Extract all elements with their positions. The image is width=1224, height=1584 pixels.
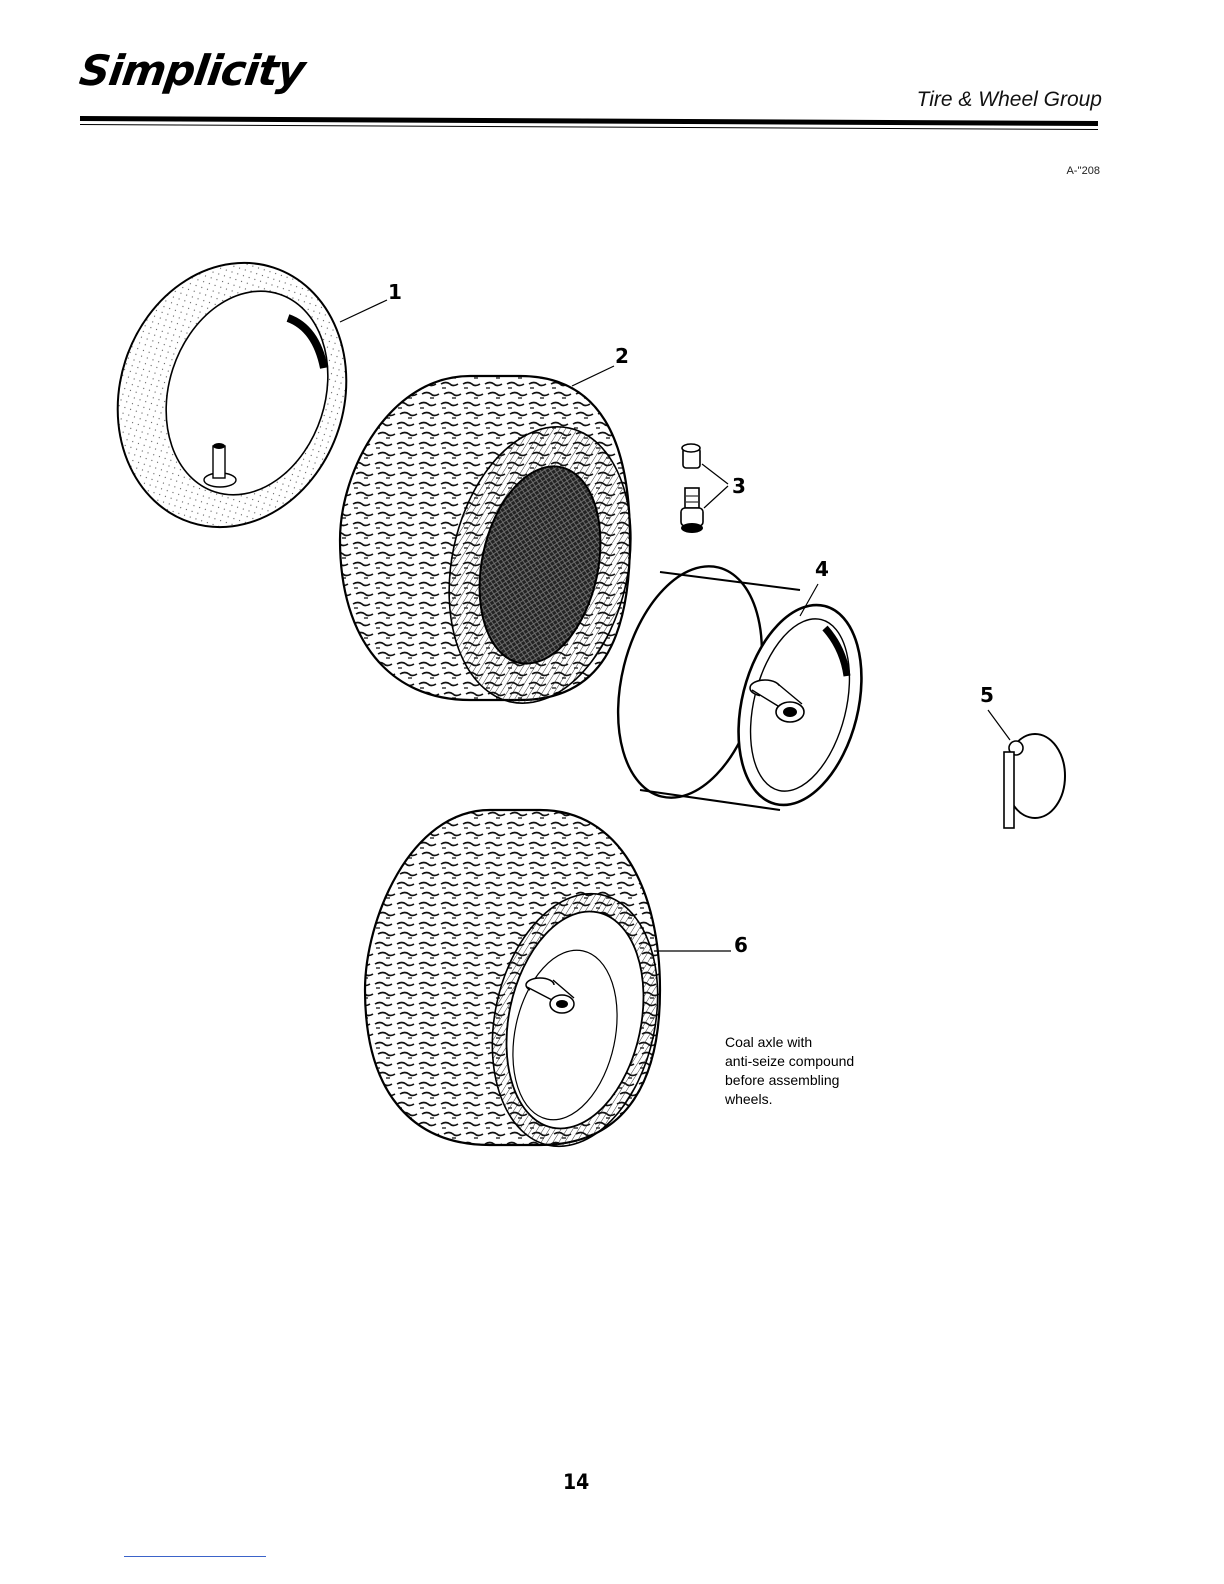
footer-link-underline xyxy=(124,1556,266,1557)
inner-tube-icon xyxy=(84,233,380,557)
callout-2: 2 xyxy=(615,344,629,368)
callout-4: 4 xyxy=(815,557,829,581)
callout-6: 6 xyxy=(734,933,748,957)
lynch-pin-icon xyxy=(1004,734,1065,828)
note-line: before assembling xyxy=(725,1071,854,1090)
page-number: 14 xyxy=(563,1470,589,1494)
valve-stem-icon xyxy=(681,444,703,533)
callout-5: 5 xyxy=(980,683,994,707)
note-line: anti-seize compound xyxy=(725,1052,854,1071)
callout-3: 3 xyxy=(732,474,746,498)
note-line: Coal axle with xyxy=(725,1033,854,1052)
wheel-rim-icon xyxy=(595,551,880,818)
tire-wheel-assembly-icon xyxy=(365,810,680,1162)
turf-tire-icon xyxy=(340,376,655,720)
note-line: wheels. xyxy=(725,1090,854,1109)
callout-1: 1 xyxy=(388,280,402,304)
assembly-note: Coal axle with anti-seize compound befor… xyxy=(725,1033,854,1109)
